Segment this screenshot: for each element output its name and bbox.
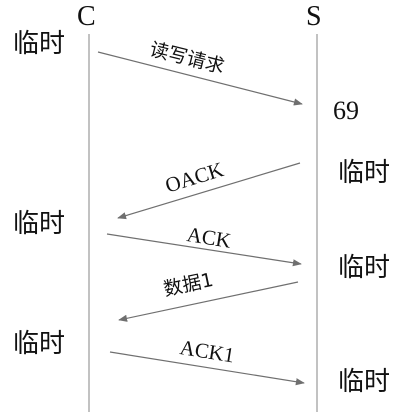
client-port-label-1: 临时 bbox=[13, 29, 66, 59]
message-arrow-ack1 bbox=[109, 351, 305, 386]
server-port-number: 69 bbox=[333, 96, 359, 125]
message-arrow-ack bbox=[106, 233, 302, 267]
server-port-label-2: 临时 bbox=[338, 253, 391, 283]
message-arrow-data1 bbox=[118, 281, 299, 322]
server-port-label-3: 临时 bbox=[338, 367, 391, 397]
message-arrow-read-write-request bbox=[97, 51, 303, 106]
client-port-label-3: 临时 bbox=[13, 329, 66, 359]
server-port-label-1: 临时 bbox=[338, 158, 391, 188]
client-port-label-2: 临时 bbox=[13, 209, 66, 239]
message-arrow-oack bbox=[117, 162, 301, 220]
client-endpoint-label: C bbox=[77, 1, 96, 32]
server-endpoint-label: S bbox=[306, 1, 322, 32]
